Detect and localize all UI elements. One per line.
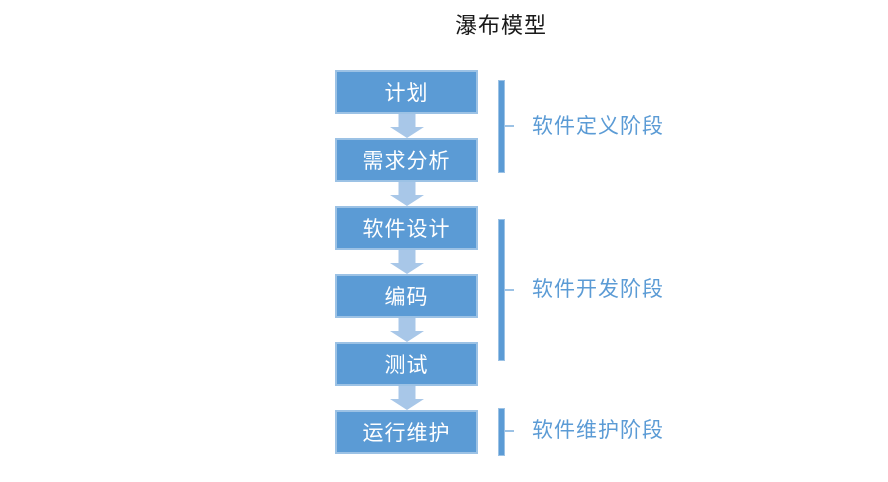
down-arrow-icon [390,114,424,138]
phase-bracket-development [498,219,505,361]
phase-label-development: 软件开发阶段 [532,278,664,301]
down-arrow-icon [390,318,424,342]
diagram-title: 瀑布模型 [454,13,547,38]
phase-label-maintenance: 软件维护阶段 [532,419,664,442]
down-arrow-icon [390,386,424,410]
phase-bracket-tick [505,125,514,127]
down-arrow-icon [390,250,424,274]
phase-bracket-definition [498,80,505,173]
step-box-plan: 计划 [335,70,478,114]
step-box-coding: 编码 [335,274,478,318]
phase-label-definition: 软件定义阶段 [532,115,664,138]
step-label: 测试 [384,354,429,377]
phase-bracket-tick [505,430,514,432]
step-label: 运行维护 [362,422,451,445]
step-label: 编码 [384,286,429,309]
step-box-software-design: 软件设计 [335,206,478,250]
down-arrow-icon [390,182,424,206]
step-label: 软件设计 [362,218,451,241]
step-label: 计划 [384,82,429,105]
step-label: 需求分析 [362,150,451,173]
phase-bracket-maintenance [498,408,505,456]
step-box-requirements-analysis: 需求分析 [335,138,478,182]
step-box-operation-maintenance: 运行维护 [335,410,478,454]
phase-bracket-tick [505,289,514,291]
step-box-testing: 测试 [335,342,478,386]
